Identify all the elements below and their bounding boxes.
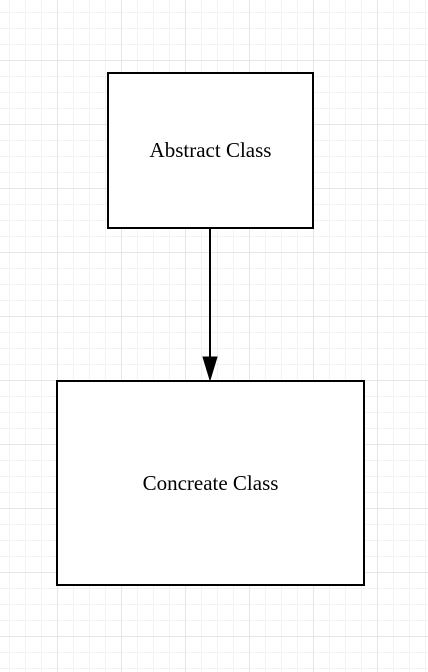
concrete-class-label: Concreate Class	[142, 470, 279, 495]
abstract-class-node[interactable]: Abstract Class	[107, 72, 314, 229]
concrete-class-node[interactable]: Concreate Class	[56, 380, 365, 586]
connector-arrowhead	[202, 356, 218, 382]
abstract-class-label: Abstract Class	[149, 138, 272, 162]
